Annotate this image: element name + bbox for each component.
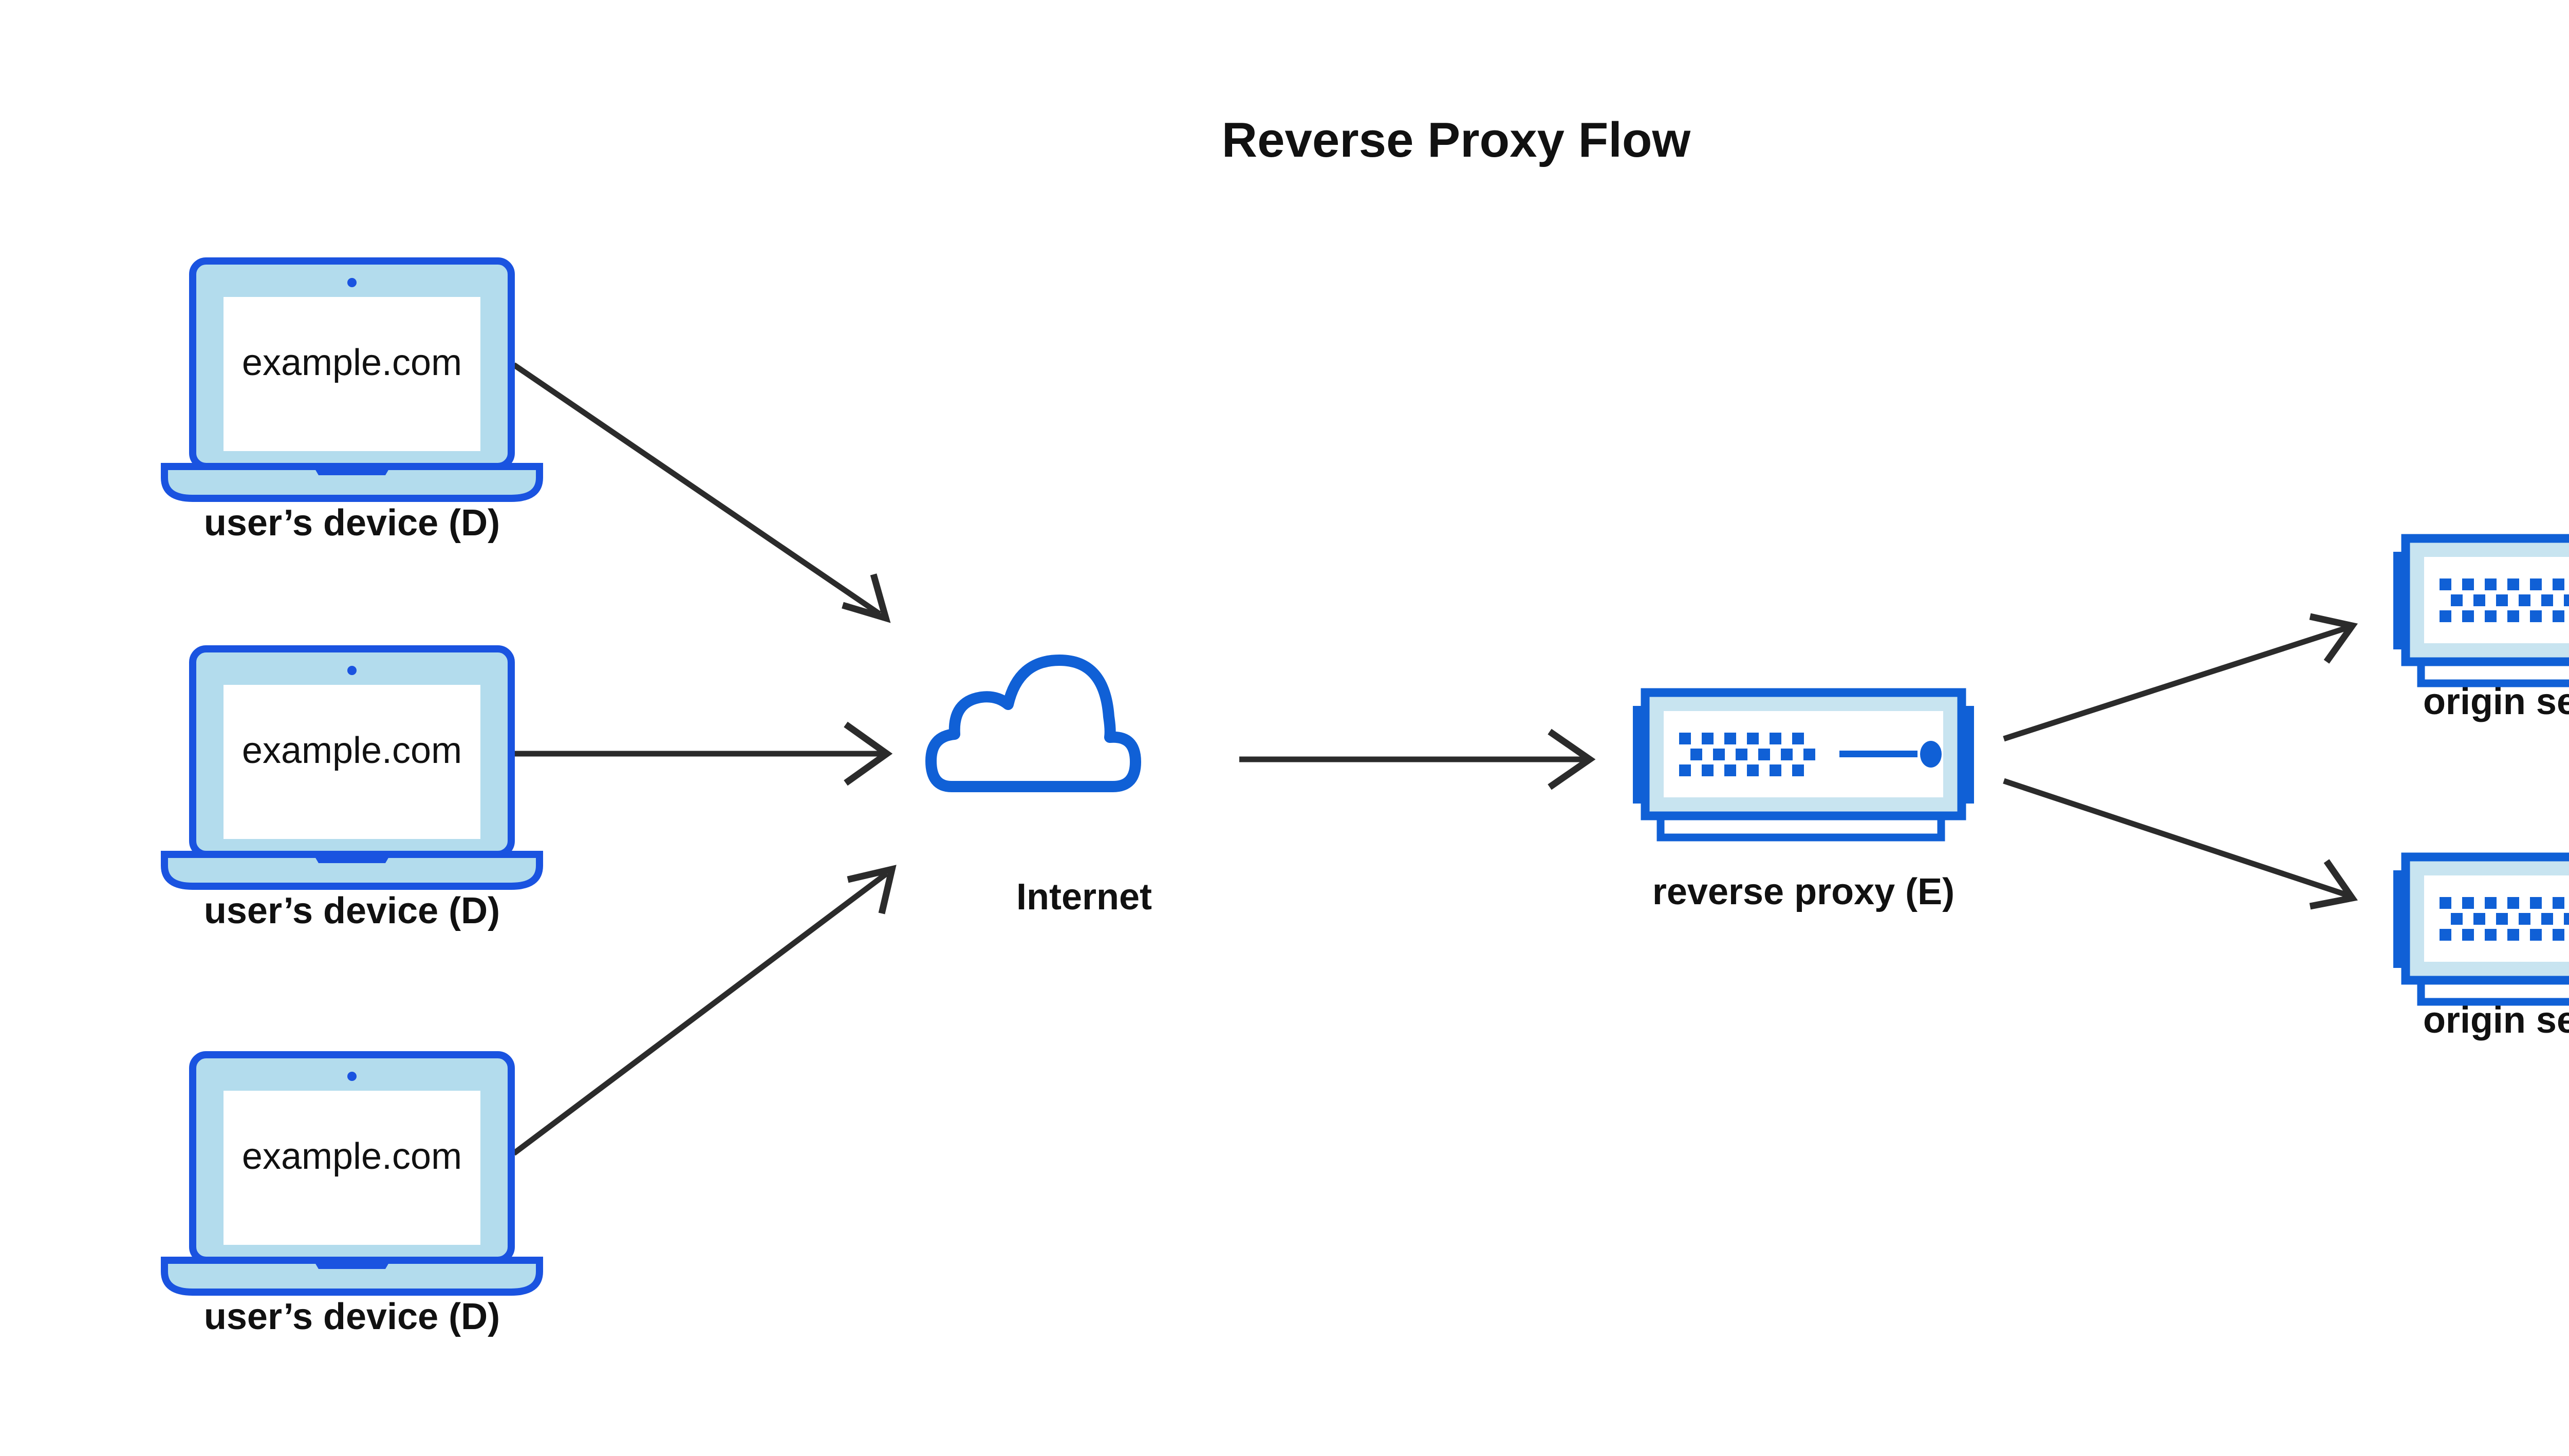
arrow-client1-to-internet — [512, 362, 891, 623]
node-client-1[interactable]: example.com user’s device (D) — [164, 261, 539, 544]
node-origin-2[interactable]: origin server (F) — [2393, 857, 2569, 1041]
node-label-origin-2: origin server (F) — [2423, 1000, 2569, 1041]
node-label-reverse-proxy: reverse proxy (E) — [1652, 871, 1954, 912]
node-client-2[interactable]: example.com user’s device (D) — [164, 649, 539, 931]
node-label-client-3: user’s device (D) — [204, 1296, 500, 1337]
node-internet[interactable]: Internet — [931, 660, 1152, 918]
arrow-client3-to-internet — [512, 865, 897, 1156]
server-icon — [2393, 857, 2569, 1002]
node-label-origin-1: origin server (F) — [2423, 681, 2569, 722]
laptop-screen-text: example.com — [242, 342, 462, 383]
server-icon — [1633, 693, 1974, 837]
node-origin-1[interactable]: origin server (F) — [2393, 538, 2569, 722]
cloud-icon — [931, 660, 1135, 787]
laptop-screen-text: example.com — [242, 1136, 462, 1177]
page-title: Reverse Proxy Flow — [1222, 113, 1691, 167]
node-label-internet: Internet — [1016, 876, 1152, 918]
node-label-client-1: user’s device (D) — [204, 502, 500, 544]
arrow-proxy-to-origin1 — [2003, 613, 2358, 742]
node-client-3[interactable]: example.com user’s device (D) — [164, 1055, 539, 1337]
node-label-client-2: user’s device (D) — [204, 890, 500, 931]
arrow-client2-to-internet — [514, 721, 893, 786]
laptop-screen-text: example.com — [242, 730, 462, 771]
flow-arrows — [512, 362, 2358, 1156]
arrow-internet-to-proxy — [1239, 729, 1596, 790]
node-reverse-proxy[interactable]: reverse proxy (E) — [1633, 693, 1974, 912]
server-icon — [2393, 538, 2569, 683]
arrow-proxy-to-origin2 — [2003, 778, 2358, 910]
